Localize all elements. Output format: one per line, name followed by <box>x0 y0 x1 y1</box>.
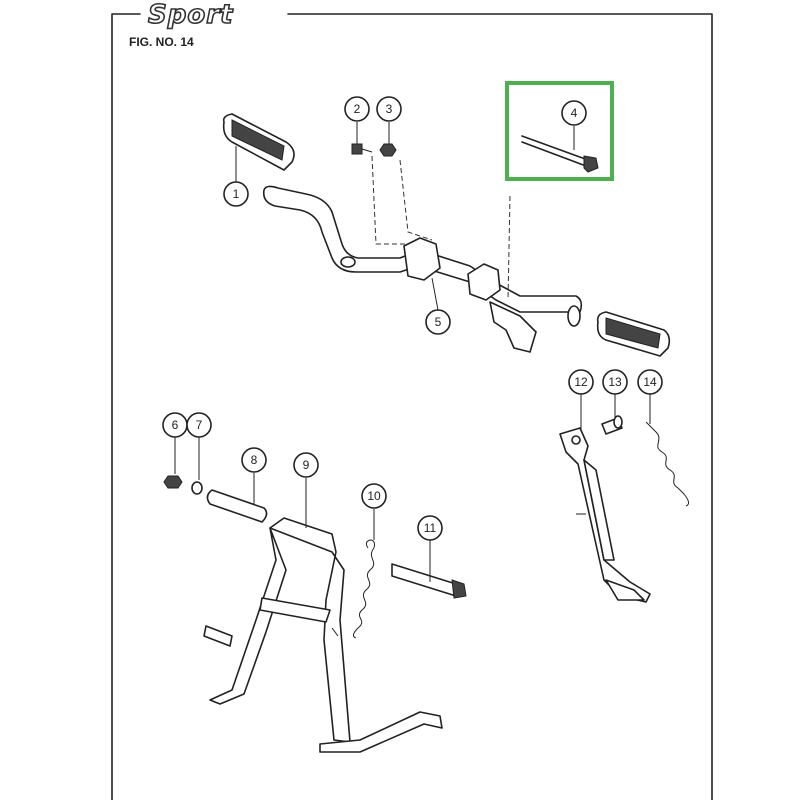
assembly-line-4 <box>507 195 511 301</box>
callout-label: 8 <box>251 453 258 467</box>
bolt-13 <box>601 415 623 435</box>
callout-6: 6 <box>162 412 188 474</box>
callout-3: 3 <box>376 96 402 144</box>
spring-14 <box>645 421 690 507</box>
assembly-line-3 <box>399 159 433 241</box>
callout-11: 11 <box>417 515 443 582</box>
callout-label: 2 <box>354 102 361 116</box>
callout-12: 12 <box>568 369 594 430</box>
bolt-11 <box>391 563 467 599</box>
side-stand <box>559 427 651 603</box>
callout-label: 14 <box>643 375 657 389</box>
callout-label: 10 <box>367 489 381 503</box>
nut-3 <box>379 143 397 157</box>
brand-logo: Sport <box>142 0 282 31</box>
callout-label: 3 <box>386 102 393 116</box>
center-stand <box>203 517 443 753</box>
footrest-rubber-right <box>596 311 671 357</box>
callout-label: 12 <box>574 375 588 389</box>
callout-13: 13 <box>602 369 628 418</box>
diagram-border <box>111 13 141 800</box>
callout-label: 5 <box>435 315 442 329</box>
pin-8 <box>206 489 268 523</box>
callout-label: 9 <box>303 458 310 472</box>
footrest-bar <box>262 185 583 353</box>
callout-7: 7 <box>186 412 212 480</box>
bolt-2 <box>351 143 373 155</box>
long-bolt-4 <box>521 135 599 173</box>
diagram-border-right <box>287 13 713 800</box>
callout-8: 8 <box>241 447 267 504</box>
nut-6 <box>163 475 183 489</box>
highlight-box <box>505 81 614 181</box>
washer-7 <box>191 481 203 495</box>
callout-label: 7 <box>196 418 203 432</box>
assembly-line-2 <box>371 155 408 245</box>
callout-5: 5 <box>425 277 451 335</box>
callout-label: 4 <box>571 106 578 120</box>
callout-10: 10 <box>361 483 387 540</box>
callout-2: 2 <box>344 96 370 144</box>
callout-label: 11 <box>424 521 437 535</box>
callout-label: 6 <box>172 418 179 432</box>
callout-label: 1 <box>233 187 240 201</box>
figure-label: FIG. NO. 14 <box>129 35 194 49</box>
spring-10 <box>352 539 375 639</box>
callout-1: 1 <box>223 146 249 207</box>
brand-logo-text: Sport <box>147 0 234 31</box>
footrest-rubber-left <box>222 113 295 171</box>
callout-label: 13 <box>608 375 622 389</box>
callout-14: 14 <box>637 369 663 424</box>
callout-9: 9 <box>293 452 319 528</box>
callout-4: 4 <box>561 100 587 150</box>
